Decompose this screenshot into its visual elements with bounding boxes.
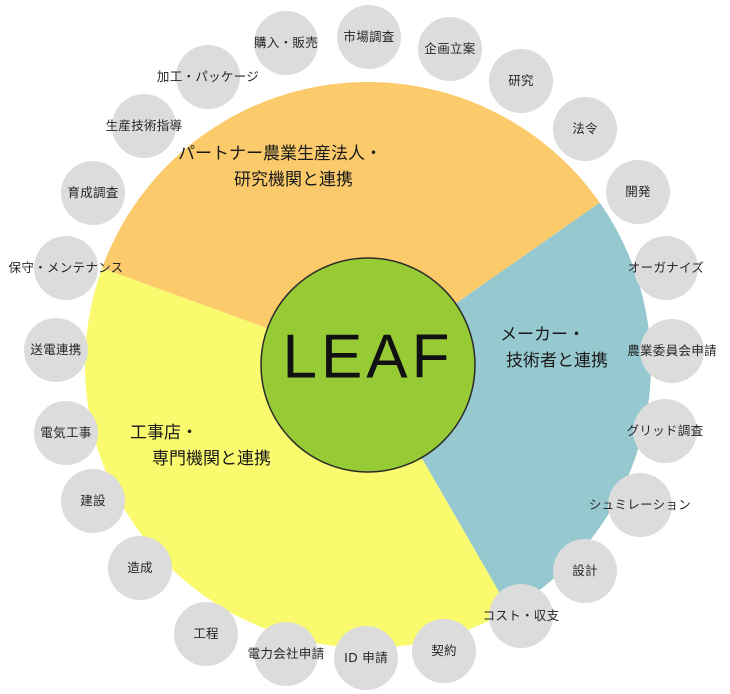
center-label: LEAF <box>282 322 454 392</box>
satellite-bubble[interactable]: 電気工事 <box>34 401 98 465</box>
satellite-bubble-label: オーガナイズ <box>627 259 705 275</box>
satellite-bubble-label: 契約 <box>431 642 457 658</box>
satellite-bubble[interactable]: 企画立案 <box>418 17 482 81</box>
satellite-bubble[interactable]: コスト・収支 <box>483 584 559 648</box>
sector-label-koji: 工事店・ 専門機関と連携 <box>130 421 271 472</box>
satellite-bubble[interactable]: グリッド調査 <box>627 399 703 463</box>
satellite-bubble[interactable]: 購入・販売 <box>254 11 318 75</box>
satellite-bubble-label: 保守・メンテナンス <box>8 259 124 275</box>
satellite-bubble[interactable]: ID 申請 <box>334 626 398 690</box>
satellite-bubble-label: ID 申請 <box>344 649 388 665</box>
satellite-bubble[interactable]: 電力会社申請 <box>248 622 324 686</box>
satellite-bubble-label: 市場調査 <box>343 28 395 44</box>
sector-label-koji-line2: 専門機関と連携 <box>152 448 271 469</box>
satellite-bubble[interactable]: 育成調査 <box>61 161 125 225</box>
satellite-bubble-label: 工程 <box>193 625 219 641</box>
satellite-bubble-label: グリッド調査 <box>626 422 704 438</box>
satellite-bubble-label: 設計 <box>572 562 598 578</box>
satellite-bubble-label: シュミレーション <box>588 496 692 512</box>
satellite-bubble-label: 生産技術指導 <box>105 117 183 133</box>
satellite-bubble[interactable]: 造成 <box>108 536 172 600</box>
satellite-bubble-label: 研究 <box>508 72 534 88</box>
sector-label-maker-line2: 技術者と連携 <box>506 350 608 371</box>
sector-label-partner-line1: パートナー農業生産法人・ <box>178 144 382 164</box>
satellite-bubble[interactable]: シュミレーション <box>589 473 691 537</box>
satellite-bubble[interactable]: 研究 <box>489 49 553 113</box>
satellite-bubble[interactable]: 開発 <box>606 160 670 224</box>
satellite-bubble[interactable]: 設計 <box>553 539 617 603</box>
satellite-bubble[interactable]: 法令 <box>553 97 617 161</box>
satellite-bubble[interactable]: 建設 <box>61 469 125 533</box>
satellite-bubble-label: 育成調査 <box>67 184 119 200</box>
satellite-bubble[interactable]: 市場調査 <box>337 5 401 69</box>
satellite-bubble-label: 開発 <box>625 183 651 199</box>
center-circle[interactable] <box>260 257 476 473</box>
sector-label-koji-line1: 工事店・ <box>130 423 198 443</box>
satellite-bubble[interactable]: 加工・パッケージ <box>157 45 259 109</box>
satellite-bubble-label: コスト・収支 <box>482 607 560 623</box>
satellite-bubble[interactable]: 農業委員会申請 <box>627 319 717 383</box>
satellite-bubble[interactable]: 生産技術指導 <box>106 94 182 158</box>
satellite-bubble-label: 送電連携 <box>30 341 82 357</box>
satellite-bubble-label: 電力会社申請 <box>247 645 325 661</box>
sector-label-partner: パートナー農業生産法人・ 研究機関と連携 <box>178 142 382 193</box>
satellite-bubble-label: 企画立案 <box>424 40 476 56</box>
sector-maker[interactable] <box>368 202 652 611</box>
satellite-bubble[interactable]: 送電連携 <box>24 318 88 382</box>
satellite-bubble-label: 加工・パッケージ <box>156 68 260 84</box>
satellite-bubble-label: 農業委員会申請 <box>627 342 717 358</box>
satellite-bubble-label: 法令 <box>572 120 598 136</box>
sector-partner[interactable] <box>102 81 600 365</box>
satellite-bubble[interactable]: オーガナイズ <box>628 236 704 300</box>
satellite-bubble[interactable]: 契約 <box>412 619 476 683</box>
satellite-bubble-label: 購入・販売 <box>253 34 319 50</box>
satellite-bubble-label: 建設 <box>80 492 106 508</box>
satellite-bubble[interactable]: 保守・メンテナンス <box>9 236 123 300</box>
satellite-bubble-label: 電気工事 <box>40 424 92 440</box>
sector-group <box>84 81 652 649</box>
satellite-bubble[interactable]: 工程 <box>174 602 238 666</box>
sector-label-partner-line2: 研究機関と連携 <box>234 169 353 190</box>
sector-koji[interactable] <box>84 268 510 649</box>
satellite-bubble-label: 造成 <box>127 559 153 575</box>
sector-label-maker-line1: メーカー・ <box>500 325 585 345</box>
sector-label-maker: メーカー・ 技術者と連携 <box>500 323 608 374</box>
